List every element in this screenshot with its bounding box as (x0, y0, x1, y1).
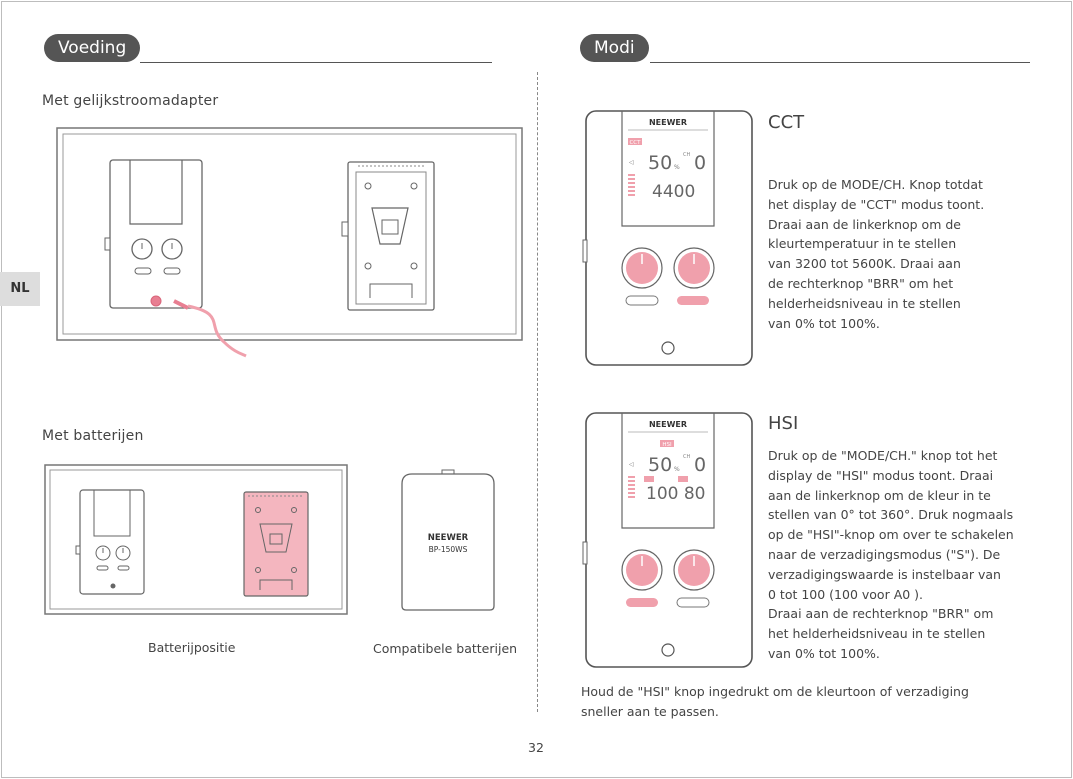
hsi-lcd-brightness: 50 (648, 454, 672, 476)
hsi-hold-tip: Houd de "HSI" knop ingedrukt om de kleur… (581, 684, 969, 719)
hsi-lcd-channel: 0 (694, 454, 706, 476)
language-tab: NL (0, 272, 40, 306)
hsi-right-knob (678, 554, 710, 586)
dc-port (150, 295, 162, 307)
cct-left-knob (626, 252, 658, 284)
svg-text:%: % (674, 164, 680, 171)
battery-illustration (44, 464, 348, 615)
svg-text:◁: ◁ (629, 461, 634, 468)
power-cable (187, 304, 247, 358)
svg-text:HSI: HSI (662, 442, 672, 448)
hsi-device-illustration: NEEWER HSI ◁ 50 % CH 0 100 80 (582, 412, 753, 668)
dc-adapter-illustration (56, 127, 523, 358)
battery-model: BP-150WS (429, 545, 468, 554)
svg-text:CCT: CCT (629, 140, 641, 146)
battery-plate (347, 161, 435, 311)
control-unit (109, 159, 203, 309)
cct-device-brand: NEEWER (649, 118, 687, 127)
cct-right-knob (678, 252, 710, 284)
svg-text:%: % (674, 466, 680, 473)
modi-rule (650, 62, 1030, 63)
cct-device-illustration: NEEWER CCT ◁ 50 % CH 0 4400 (582, 110, 753, 366)
svg-text:CH: CH (683, 454, 690, 460)
cct-lcd-channel: 0 (694, 152, 706, 174)
hsi-lcd-value: 100 80 (646, 484, 705, 504)
modi-section-title: Modi (580, 34, 649, 62)
voeding-section-title: Voeding (44, 34, 141, 62)
battery-position-caption: Batterijpositie (148, 640, 236, 655)
left-knob (131, 238, 153, 260)
right-knob (161, 238, 183, 260)
cct-mode-indicator (628, 138, 642, 145)
cct-lcd-brightness: 50 (648, 152, 672, 174)
svg-text:CH: CH (683, 152, 690, 158)
svg-text:◁: ◁ (629, 159, 634, 166)
cct-description: Druk op de MODE/CH. Knop totdat het disp… (768, 177, 985, 331)
cct-title: CCT (768, 112, 805, 133)
compatible-batteries-caption: Compatibele batterijen (373, 641, 518, 656)
compatible-battery-illustration: NEEWER BP-150WS (401, 469, 495, 611)
hsi-device-brand: NEEWER (649, 420, 687, 429)
battery-label: Met batterijen (42, 428, 144, 444)
page-number: 32 (528, 740, 544, 755)
hsi-description: Druk op de "MODE/CH." knop tot het displ… (768, 448, 1014, 661)
battery-brand: NEEWER (428, 533, 469, 543)
cct-lcd-value: 4400 (652, 182, 695, 202)
column-divider (537, 72, 538, 712)
hsi-mode-indicator (660, 440, 674, 447)
dc-adapter-label: Met gelijkstroomadapter (42, 93, 219, 109)
hsi-title: HSI (768, 413, 799, 434)
hsi-left-knob (626, 554, 658, 586)
voeding-rule (140, 62, 492, 63)
